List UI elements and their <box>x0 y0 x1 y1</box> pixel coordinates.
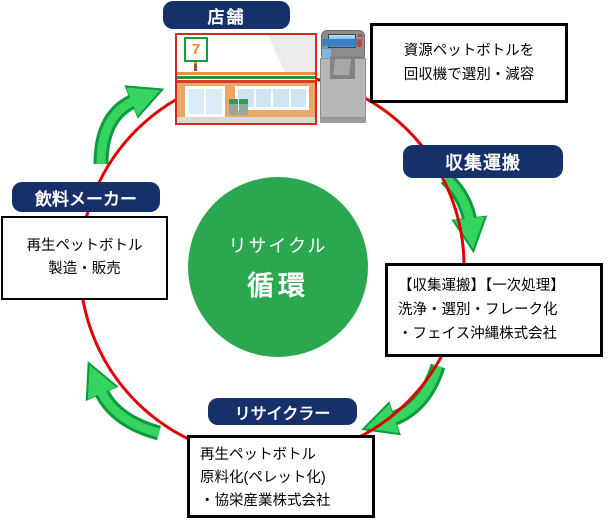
machine-slot-flap <box>332 59 352 75</box>
note-line: ・フェイス沖縄株式会社 <box>398 326 558 342</box>
store-stripe-orange <box>177 72 315 75</box>
store-illustration: 7 <box>175 33 317 125</box>
note-machine-sorting: 資源ペットボトルを 回収機で選別・減容 <box>370 23 568 103</box>
store-windows <box>235 86 309 110</box>
center-circle-text-bottom: 循環 <box>247 270 309 301</box>
note-recycler-detail: 再生ペットボトル 原料化(ペレット化) ・協栄産業株式会社 <box>187 435 375 518</box>
note-collection-detail: 【収集運搬】【一次処理】 洗浄・選別・フレーク化 ・フェイス沖縄株式会社 <box>385 263 603 357</box>
note-line: 回収機で選別・減容 <box>403 67 535 83</box>
store-sign-pole <box>194 62 197 71</box>
label-store: 店舗 <box>163 1 290 29</box>
store-door <box>185 86 225 117</box>
machine-sticker <box>322 49 331 58</box>
note-line: 再生ペットボトル <box>26 238 143 254</box>
seven-eleven-sign-icon: 7 <box>184 37 208 62</box>
note-line: 原料化(ペレット化) <box>200 470 326 486</box>
green-arrow-maker-to-store-icon <box>93 85 165 165</box>
note-line: ・協栄産業株式会社 <box>200 493 331 509</box>
machine-blue-band <box>322 39 362 46</box>
note-line: 製造・販売 <box>48 261 121 277</box>
note-line: 再生ペットボトル <box>200 447 316 463</box>
green-arrow-recycler-to-maker-icon <box>85 360 162 441</box>
machine-bottle-slot <box>330 56 355 79</box>
green-arrow-store-to-collection-icon <box>440 172 488 254</box>
machine-base <box>320 118 366 123</box>
store-sidewalk <box>177 117 315 123</box>
center-circle: リサイクル 循環 <box>188 177 368 357</box>
trash-bin-icon <box>229 99 238 115</box>
note-line: 【収集運搬】【一次処理】 <box>398 278 565 294</box>
store-stripe-red <box>177 80 315 83</box>
machine-red-label <box>358 40 361 47</box>
green-arrow-collection-to-recycler-icon <box>361 363 446 436</box>
machine-indicator <box>358 34 362 37</box>
label-recycler: リサイクラー <box>208 398 357 425</box>
note-line: 洗浄・選別・フレーク化 <box>398 302 558 318</box>
note-line: 資源ペットボトルを <box>403 43 535 59</box>
store-stripe-gap <box>177 79 315 80</box>
note-maker-detail: 再生ペットボトル 製造・販売 <box>1 216 168 300</box>
store-stripe-green <box>177 76 315 79</box>
bottle-collection-machine-illustration <box>320 30 368 123</box>
center-circle-text-top: リサイクル <box>228 235 328 256</box>
label-collection-transport: 収集運搬 <box>403 145 563 178</box>
label-beverage-maker: 飲料メーカー <box>12 182 160 212</box>
trash-bin-icon <box>239 99 248 115</box>
store-stripe-gap <box>177 75 315 76</box>
